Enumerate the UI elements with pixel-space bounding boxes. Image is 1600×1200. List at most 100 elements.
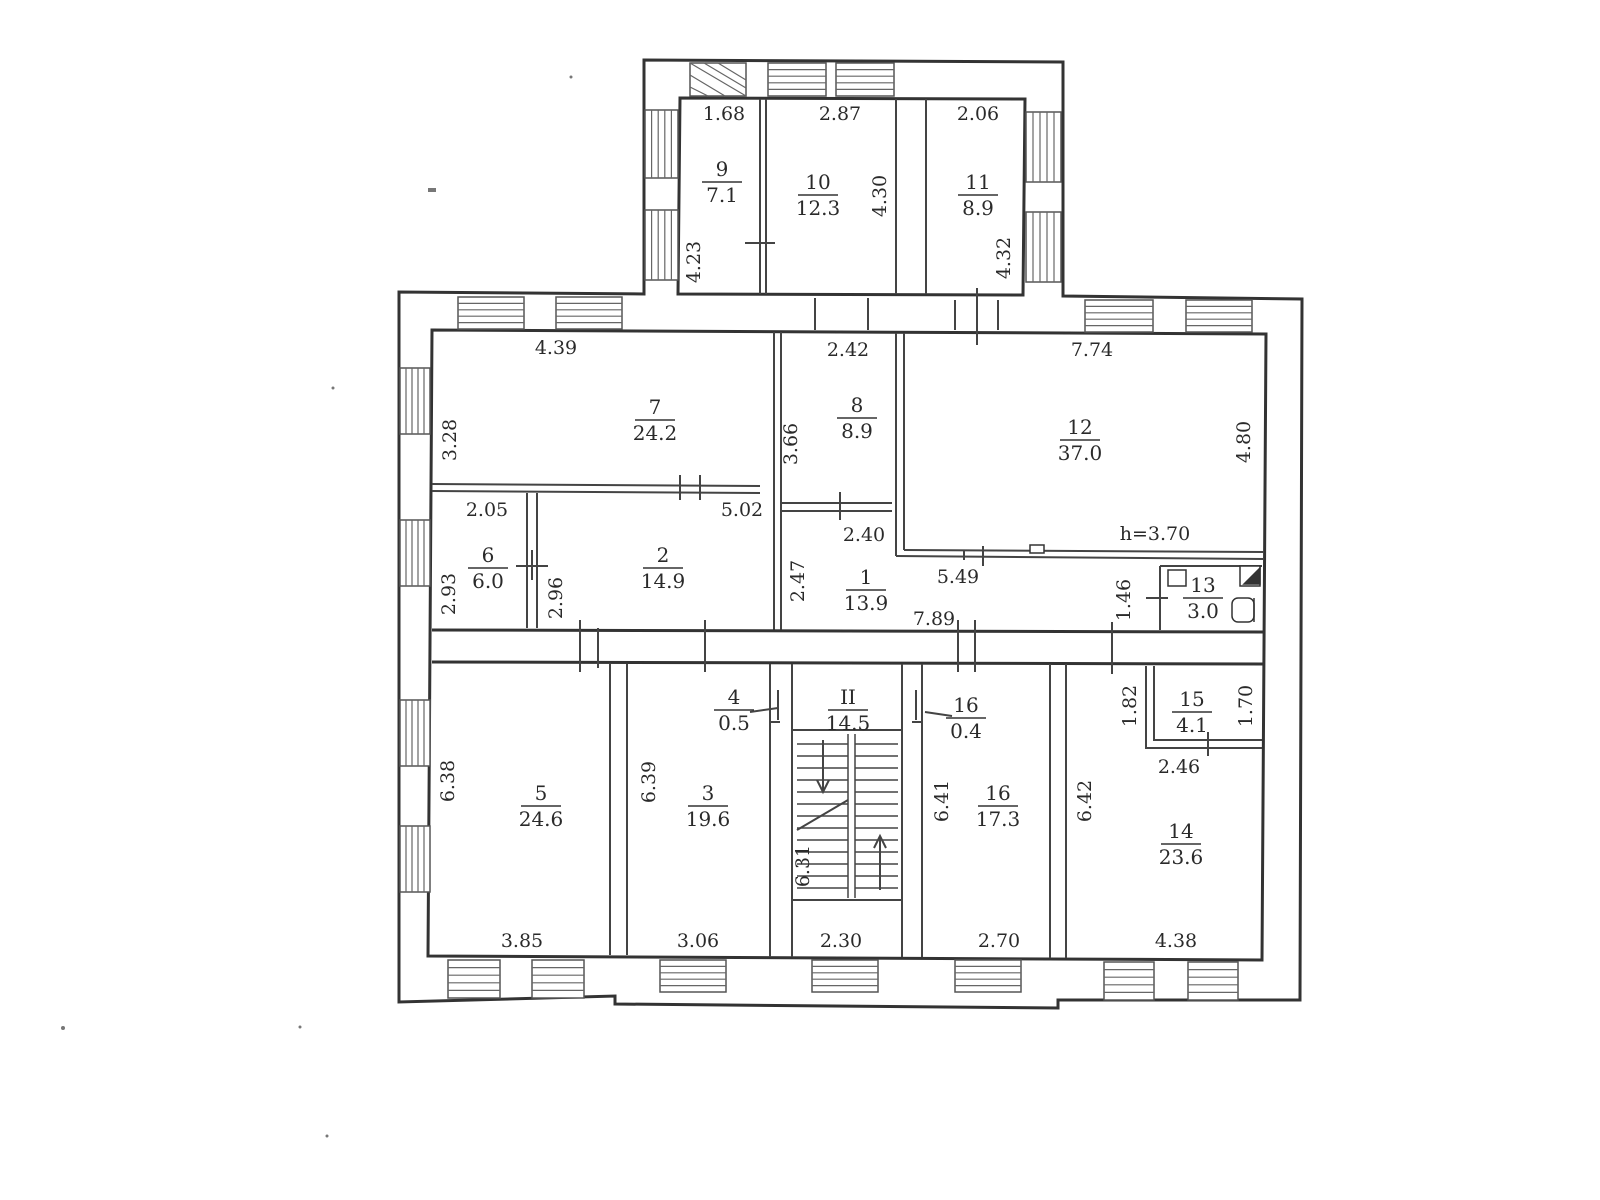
dimension-label: h=3.70: [1120, 523, 1190, 545]
room-number: 15: [1179, 687, 1204, 711]
dimension-label: 5.02: [721, 499, 763, 521]
dimension-label: 4.23: [683, 241, 705, 283]
room-area: 12.3: [796, 196, 841, 220]
window-annex-left: [644, 109, 679, 281]
dimension-label: 3.85: [501, 930, 543, 952]
room-area: 8.9: [962, 196, 994, 220]
room-13-label: 133.0: [1183, 573, 1223, 623]
windows: [399, 62, 1253, 1001]
room-area: 13.9: [844, 591, 889, 615]
dimension-label: 4.32: [993, 237, 1015, 279]
room-number: 6: [482, 543, 495, 567]
room-area: 14.5: [826, 711, 871, 735]
room-area: 23.6: [1159, 845, 1204, 869]
room-area: 24.6: [519, 807, 564, 831]
dimension-label: 3.06: [677, 930, 719, 952]
room-number: 12: [1067, 415, 1092, 439]
room-3-label: 319.6: [686, 781, 731, 831]
dimension-label: 4.39: [535, 337, 577, 359]
dimension-label: 6.39: [638, 761, 660, 803]
dimension-label: 1.68: [703, 103, 745, 125]
room-6-label: 66.0: [468, 543, 508, 593]
room-11-label: 118.9: [958, 170, 998, 220]
dimension-label: 2.96: [545, 577, 567, 619]
room-number: 14: [1168, 819, 1193, 843]
room-area: 7.1: [706, 183, 738, 207]
dimension-label: 4.30: [869, 175, 891, 217]
room-number: 7: [649, 395, 662, 419]
room-area: 14.9: [641, 569, 686, 593]
dimension-label: 6.41: [931, 780, 953, 822]
dimension-label: 1.46: [1113, 579, 1135, 621]
exterior-walls: [397, 58, 1304, 1010]
room-number: 10: [805, 170, 830, 194]
sanitary-fixtures: [1029, 544, 1261, 623]
dimension-label: 2.40: [843, 524, 885, 546]
window-left-side: [399, 367, 431, 893]
room-7-label: 724.2: [633, 395, 678, 445]
interior-walls: [426, 96, 1268, 962]
room-number: II: [840, 685, 856, 709]
room-area: 4.1: [1176, 713, 1208, 737]
room-number: 2: [657, 543, 670, 567]
dimension-label: 6.38: [437, 760, 459, 802]
room-number: 4: [728, 685, 741, 709]
window-annex-right: [1025, 111, 1062, 283]
room-number: 5: [535, 781, 548, 805]
room-number: 3: [702, 781, 715, 805]
room-8-label: 88.9: [837, 393, 877, 443]
room-5-label: 524.6: [519, 781, 564, 831]
room-area: 0.5: [718, 711, 750, 735]
room-number: 16: [953, 693, 978, 717]
dimension-label: 5.49: [937, 566, 979, 588]
room-area: 6.0: [472, 569, 504, 593]
room-9-label: 97.1: [702, 157, 742, 207]
dimension-label: 7.74: [1071, 339, 1113, 361]
room-15-label: 154.1: [1172, 687, 1212, 737]
room-number: 16: [985, 781, 1010, 805]
room-1-label: 113.9: [844, 565, 889, 615]
room-2-label: 214.9: [641, 543, 686, 593]
scan-specks: [61, 75, 573, 1138]
dimension-label: 2.93: [438, 573, 460, 615]
room-number: 9: [716, 157, 729, 181]
dimension-label: 2.30: [820, 930, 862, 952]
dimension-label: 3.66: [780, 423, 802, 465]
dimension-label: 2.70: [978, 930, 1020, 952]
room-number: 8: [851, 393, 864, 417]
dimension-label: 7.89: [913, 608, 955, 630]
dimension-label: 6.42: [1074, 780, 1096, 822]
room-area: 0.4: [950, 719, 982, 743]
room-area: 17.3: [976, 807, 1021, 831]
window-bottom-row: [447, 959, 1239, 1001]
window-row-mid: [457, 296, 1253, 333]
dimension-label: 2.87: [819, 103, 861, 125]
room-area: 24.2: [633, 421, 678, 445]
dimension-label: 1.82: [1119, 685, 1141, 727]
door-marks: [516, 228, 1209, 756]
room-area: 3.0: [1187, 599, 1219, 623]
dimension-label: 2.47: [787, 560, 809, 602]
dimension-label: 2.42: [827, 339, 869, 361]
room-area: 37.0: [1058, 441, 1103, 465]
room-number: 11: [965, 170, 990, 194]
room-area: 8.9: [841, 419, 873, 443]
dimension-label: 4.80: [1233, 421, 1255, 463]
room-number: 13: [1190, 573, 1215, 597]
dimension-label: 2.46: [1158, 756, 1200, 778]
room-4-label: 40.5: [714, 685, 754, 735]
window-top-annex: [689, 62, 895, 97]
staircase: [796, 734, 898, 898]
room-number: 1: [860, 565, 873, 589]
dimension-label: 3.28: [439, 419, 461, 461]
dimension-label: 4.38: [1155, 930, 1197, 952]
dimension-label: 1.70: [1235, 685, 1257, 727]
